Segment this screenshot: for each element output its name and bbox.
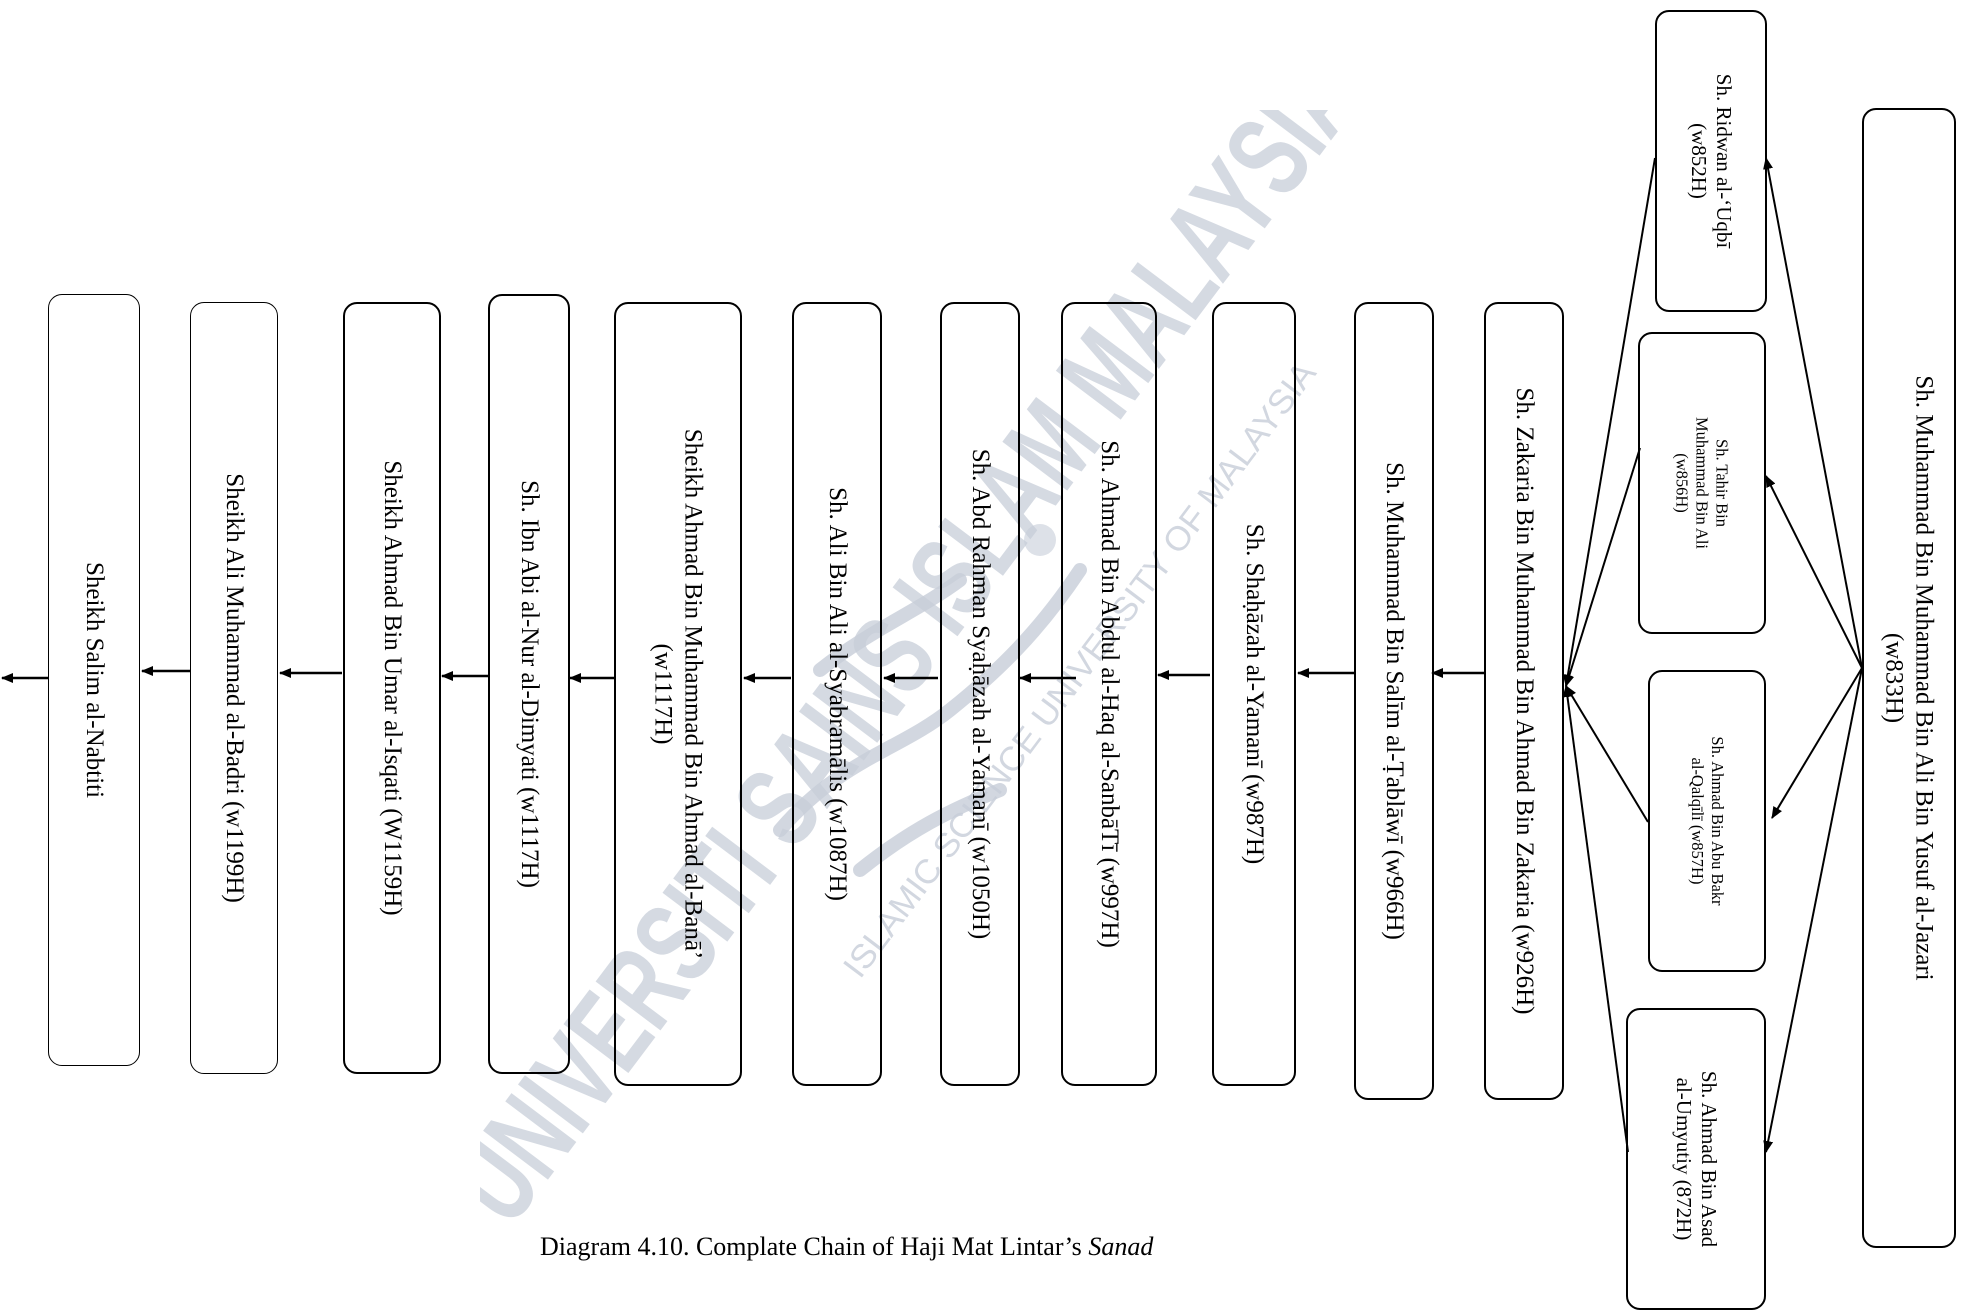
arrow-tahir-zakaria xyxy=(1564,447,1641,687)
arrow-jazari-umyutiy xyxy=(1763,667,1863,1153)
node-label-sanbati: Sh. Ahmad Bin Abdul al-Haq al-SanbāTī (w… xyxy=(1095,440,1123,948)
node-label-shahazah: Sh. Shaḥāzah al-Yamanī (w987H) xyxy=(1240,523,1268,865)
node-shahazah: Sh. Shaḥāzah al-Yamanī (w987H) xyxy=(1212,302,1296,1086)
node-sanbati: Sh. Ahmad Bin Abdul al-Haq al-SanbāTī (w… xyxy=(1061,302,1157,1086)
node-label-syabramalis: Sh. Ali Bin Ali al-Syabramālis (w1087H) xyxy=(823,487,851,901)
node-umyutiy: Sh. Ahmad Bin Asad al-Umyutiy (872H) xyxy=(1626,1008,1766,1310)
node-qalqili: Sh. Ahmad Bin Abu Bakr al-Qalqīlī (w857H… xyxy=(1648,670,1766,972)
node-syahazah: Sh. Abd Rahman Syaḥāzah al-Yamanī (w1050… xyxy=(940,302,1020,1086)
node-label-syahazah: Sh. Abd Rahman Syaḥāzah al-Yamanī (w1050… xyxy=(966,448,994,940)
node-dimyati: Sh. Ibn Abi al-Nur al-Dimyati (w1117H) xyxy=(488,294,570,1074)
node-label-badri: Sheikh Ali Muhammad al-Badri (w1199H) xyxy=(220,473,248,903)
node-bana: Sheikh Ahmad Bin Muhammad Bin Ahmad al-B… xyxy=(614,302,742,1086)
node-jazari: Sh. Muhammad Bin Muhammad Bin Ali Bin Yu… xyxy=(1862,108,1956,1248)
node-zakaria: Sh. Zakaria Bin Muhammad Bin Ahmad Bin Z… xyxy=(1484,302,1564,1100)
arrow-jazari-tahir xyxy=(1765,475,1863,669)
node-label-qalqili: Sh. Ahmad Bin Abu Bakr al-Qalqīlī (w857H… xyxy=(1688,736,1727,906)
caption-text: Diagram 4.10. Complate Chain of Haji Mat… xyxy=(540,1232,1089,1261)
node-tablawi: Sh. Muhammad Bin Salīm al-Ṭablāwī (w966H… xyxy=(1354,302,1434,1100)
arrow-qalqili-zakaria xyxy=(1565,685,1649,823)
arrow-jazari-ridwan xyxy=(1763,157,1863,669)
node-badri: Sheikh Ali Muhammad al-Badri (w1199H) xyxy=(190,302,278,1074)
node-isqati: Sheikh Ahmad Bin Umar al-Isqati (W1159H) xyxy=(343,302,441,1074)
node-label-dimyati: Sh. Ibn Abi al-Nur al-Dimyati (w1117H) xyxy=(515,480,543,888)
node-label-isqati: Sheikh Ahmad Bin Umar al-Isqati (W1159H) xyxy=(378,460,406,916)
arrow-jazari-qalqili xyxy=(1771,667,1863,819)
arrow-ridwan-zakaria xyxy=(1562,157,1656,687)
node-nabtiti: Sheikh Salim al-Nabtiti xyxy=(48,294,140,1066)
arrow-umyutiy-zakaria xyxy=(1562,685,1629,1153)
node-label-umyutiy: Sh. Ahmad Bin Asad al-Umyutiy (872H) xyxy=(1672,1070,1722,1248)
node-ridwan: Sh. Ridwan al-‘Uqbī (w852H) xyxy=(1655,10,1767,312)
node-label-ridwan: Sh. Ridwan al-‘Uqbī (w852H) xyxy=(1687,73,1737,249)
node-tahir: Sh. Tahir Bin Muhammad Bin Ali (w856H) xyxy=(1638,332,1766,634)
node-label-tablawi: Sh. Muhammad Bin Salīm al-Ṭablāwī (w966H… xyxy=(1380,462,1408,940)
caption-emphasis: Sanad xyxy=(1088,1232,1154,1261)
node-label-tahir: Sh. Tahir Bin Muhammad Bin Ali (w856H) xyxy=(1673,417,1732,549)
node-label-jazari: Sh. Muhammad Bin Muhammad Bin Ali Bin Yu… xyxy=(1881,375,1938,981)
node-label-bana: Sheikh Ahmad Bin Muhammad Bin Ahmad al-B… xyxy=(650,428,707,960)
node-syabramalis: Sh. Ali Bin Ali al-Syabramālis (w1087H) xyxy=(792,302,882,1086)
node-label-nabtiti: Sheikh Salim al-Nabtiti xyxy=(80,561,108,799)
diagram-caption: Diagram 4.10. Complate Chain of Haji Mat… xyxy=(540,1232,1440,1262)
node-label-zakaria: Sh. Zakaria Bin Muhammad Bin Ahmad Bin Z… xyxy=(1510,387,1538,1015)
